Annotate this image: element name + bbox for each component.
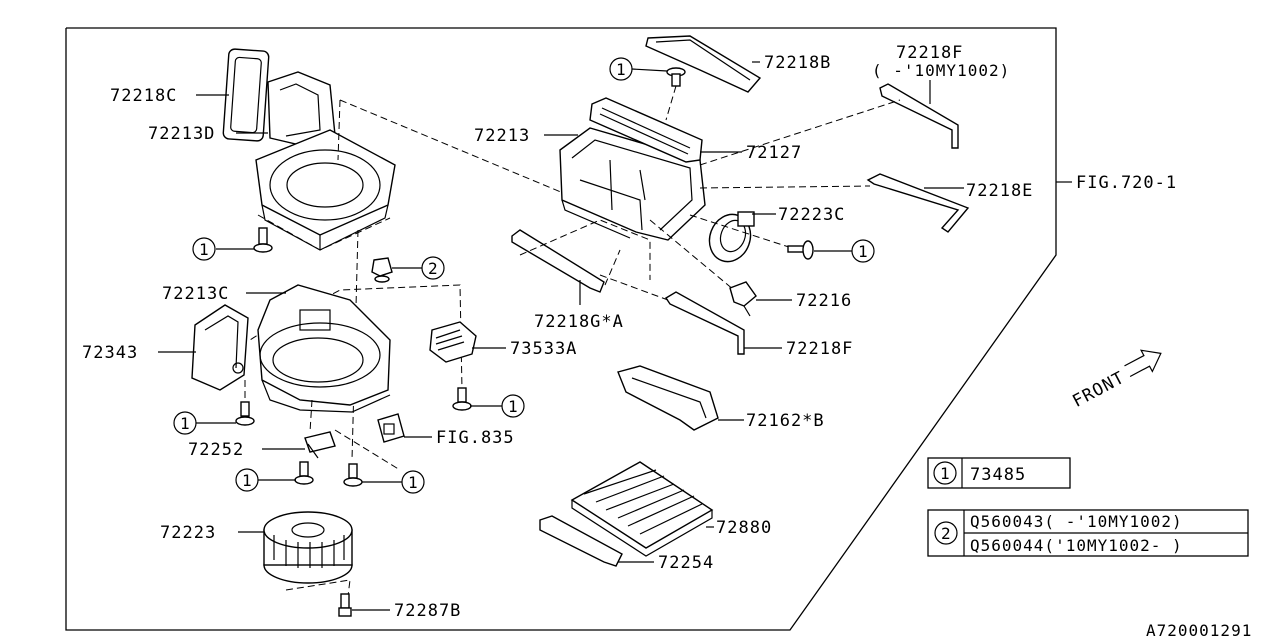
legend-table: 1 73485 2 Q560043( -'10MY1002) Q560044('… — [927, 457, 1249, 557]
callout-circle-2 — [421, 256, 445, 280]
label-fig720-1: FIG.720-1 — [1076, 173, 1177, 193]
screw-72287B — [338, 593, 352, 617]
label-72252: 72252 — [188, 440, 244, 460]
callout-circle-1 — [173, 411, 197, 435]
label-72880: 72880 — [716, 518, 772, 538]
seal-72218B — [645, 35, 762, 93]
label-72223C: 72223C — [778, 205, 845, 225]
bracket-72343 — [191, 304, 249, 391]
legend-part-Q560043: Q560043( -'10MY1002) — [970, 512, 1183, 531]
svg-text:1: 1 — [242, 471, 253, 490]
evaporator-72127 — [589, 97, 703, 163]
diagram-id: A720001291 — [1146, 621, 1252, 640]
seal-72218F — [665, 291, 745, 355]
screw-top — [666, 67, 686, 87]
label-72218B: 72218B — [764, 53, 831, 73]
clip-72252 — [304, 431, 336, 459]
diagram-frame — [65, 27, 1057, 631]
label-72343: 72343 — [82, 343, 138, 363]
label-72287B: 72287B — [394, 601, 461, 621]
label-72218F: 72218F — [786, 339, 853, 359]
label-72213D: 72213D — [148, 124, 215, 144]
label-72213: 72213 — [474, 126, 530, 146]
front-arrow: FRONT — [1069, 349, 1162, 412]
legend-part-73485: 73485 — [970, 465, 1026, 485]
seal-72218G — [511, 229, 605, 293]
svg-text:1: 1 — [940, 464, 951, 483]
screw-lower-right — [343, 463, 363, 487]
callout-circle-1 — [501, 394, 525, 418]
svg-text:2: 2 — [941, 524, 952, 543]
bracket-72254 — [539, 515, 623, 567]
svg-text:1: 1 — [858, 242, 869, 261]
svg-text:1: 1 — [199, 240, 210, 259]
gasket-72218C — [222, 48, 270, 142]
svg-text:1: 1 — [180, 414, 191, 433]
label-73533A: 73533A — [510, 339, 577, 359]
callout-circle-1 — [192, 237, 216, 261]
screw-actuator — [787, 240, 814, 260]
callout-circle-1 — [235, 468, 259, 492]
label-72162B: 72162*B — [746, 411, 825, 431]
duct-72162B — [617, 365, 719, 431]
label-72218F-top: 72218F — [896, 43, 963, 63]
callout-circle-1 — [609, 57, 633, 81]
svg-text:FRONT: FRONT — [1069, 368, 1128, 412]
clip-screw-2 — [371, 257, 393, 283]
label-72218C: 72218C — [110, 86, 177, 106]
label-fig835: FIG.835 — [436, 428, 515, 448]
label-72127: 72127 — [746, 143, 802, 163]
label-72218F-top-note: ( -'10MY1002) — [872, 61, 1010, 80]
callout-circle-1 — [401, 470, 425, 494]
svg-text:1: 1 — [616, 60, 627, 79]
blower-case-lower-72213C — [257, 284, 391, 413]
svg-text:1: 1 — [508, 397, 519, 416]
screw-bracket — [235, 401, 255, 426]
legend-part-Q560044: Q560044('10MY1002- ) — [970, 536, 1183, 555]
seal-72218F-top — [879, 83, 959, 149]
label-72218G: 72218G*A — [534, 312, 624, 332]
label-72223: 72223 — [160, 523, 216, 543]
screw-lower-left — [294, 461, 314, 485]
screw-resistor — [452, 387, 472, 411]
filter-72880 — [570, 461, 714, 557]
blower-case-upper-72213D — [255, 71, 396, 251]
svg-text:1: 1 — [408, 473, 419, 492]
label-72216: 72216 — [796, 291, 852, 311]
callout-circle-1 — [851, 239, 875, 263]
connector-fig835 — [377, 413, 405, 443]
resistor-73533A — [429, 321, 477, 363]
screw-upper-case — [253, 227, 273, 253]
blower-motor-72223 — [263, 511, 353, 584]
svg-text:2: 2 — [428, 259, 439, 278]
label-72213C: 72213C — [162, 284, 229, 304]
seal-72218E — [866, 173, 970, 233]
actuator-72223C — [708, 211, 755, 263]
label-72254: 72254 — [658, 553, 714, 573]
heater-case-72213 — [559, 127, 706, 241]
sensor-72216 — [729, 281, 757, 317]
label-72218E: 72218E — [966, 181, 1033, 201]
